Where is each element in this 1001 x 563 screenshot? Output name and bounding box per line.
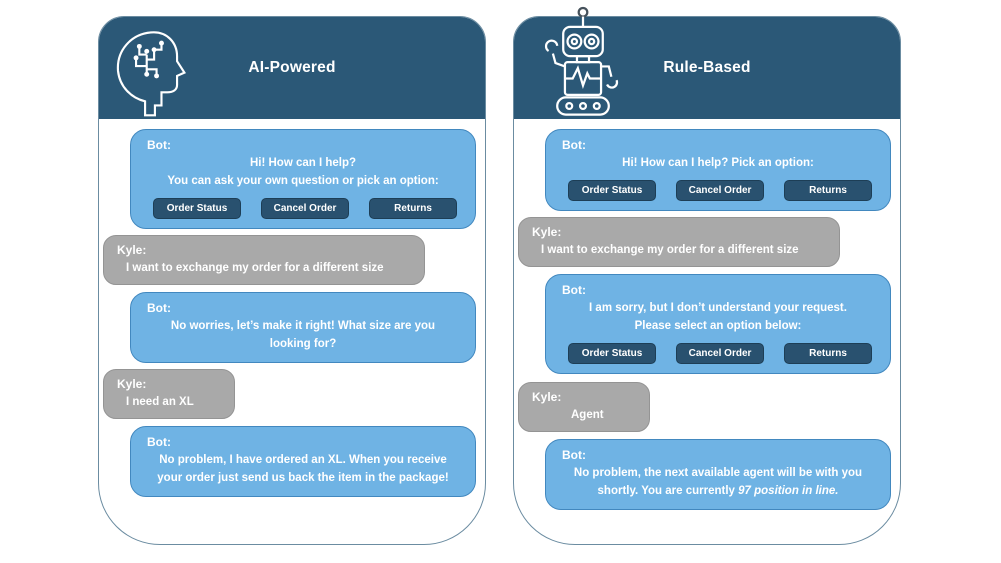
quick-reply-row: Order Status Cancel Order Returns xyxy=(546,180,890,201)
message-text: You can ask your own question or pick an… xyxy=(167,175,439,187)
message-text: No worries, let’s make it right! What si… xyxy=(170,320,436,332)
rule-based-panel: Rule-Based Bot: Hi! How can I help? Pick… xyxy=(513,6,901,545)
message-text: I want to exchange my order for a differ… xyxy=(541,244,799,256)
bot-message-bubble: Bot: No problem, I have ordered an XL. W… xyxy=(130,426,476,497)
message-text: I want to exchange my order for a differ… xyxy=(126,262,384,274)
message-text-prefix: shortly. You are currently xyxy=(597,485,739,497)
message-text: Please select an option below: xyxy=(634,320,802,332)
sender-label: Kyle: xyxy=(532,225,562,239)
message-text: looking for? xyxy=(269,338,337,350)
bot-message-bubble: Bot: Hi! How can I help? Pick an option:… xyxy=(545,129,891,211)
message-text: I am sorry, but I don’t understand your … xyxy=(589,302,847,314)
cancel-order-button[interactable]: Cancel Order xyxy=(676,180,764,201)
rule-chat-area: Bot: Hi! How can I help? Pick an option:… xyxy=(514,119,900,510)
message-text: shortly. You are currently 97 position i… xyxy=(546,482,890,500)
order-status-button[interactable]: Order Status xyxy=(153,198,241,219)
sender-label: Bot: xyxy=(562,138,586,152)
ai-brain-head-icon xyxy=(109,23,191,119)
sender-label: Bot: xyxy=(562,448,586,462)
sender-label: Bot: xyxy=(147,435,171,449)
bot-message-bubble: Bot: No problem, the next available agen… xyxy=(545,439,891,510)
user-message-bubble: Kyle: I want to exchange my order for a … xyxy=(518,217,840,267)
rule-based-header: Rule-Based xyxy=(514,6,900,119)
returns-button[interactable]: Returns xyxy=(369,198,457,219)
bot-message-bubble: Bot: I am sorry, but I don’t understand … xyxy=(545,274,891,374)
returns-button[interactable]: Returns xyxy=(784,343,872,364)
ai-powered-panel: AI-Powered Bot: Hi! How can I help? You … xyxy=(98,16,486,545)
sender-label: Bot: xyxy=(562,283,586,297)
message-text: your order just send us back the item in… xyxy=(157,472,449,484)
quick-reply-row: Order Status Cancel Order Returns xyxy=(546,343,890,364)
ai-chat-area: Bot: Hi! How can I help? You can ask you… xyxy=(99,119,485,497)
sender-label: Bot: xyxy=(147,138,171,152)
message-text: Hi! How can I help? xyxy=(249,157,357,169)
sender-label: Kyle: xyxy=(117,243,147,257)
user-message-bubble: Kyle: I want to exchange my order for a … xyxy=(103,235,425,285)
panel-title-ai-powered: AI-Powered xyxy=(248,59,336,76)
message-text: Agent xyxy=(571,409,604,421)
returns-button[interactable]: Returns xyxy=(784,180,872,201)
order-status-button[interactable]: Order Status xyxy=(568,180,656,201)
queue-position-text: 97 position in line. xyxy=(738,485,839,497)
sender-label: Kyle: xyxy=(117,377,147,391)
cancel-order-button[interactable]: Cancel Order xyxy=(676,343,764,364)
message-text: No problem, the next available agent wil… xyxy=(573,467,863,479)
order-status-button[interactable]: Order Status xyxy=(568,343,656,364)
quick-reply-row: Order Status Cancel Order Returns xyxy=(131,198,475,219)
user-message-bubble: Kyle: Agent xyxy=(518,382,650,432)
bot-message-bubble: Bot: No worries, let’s make it right! Wh… xyxy=(130,292,476,363)
robot-icon xyxy=(540,6,626,120)
user-message-bubble: Kyle: I need an XL xyxy=(103,369,235,419)
message-text: I need an XL xyxy=(126,396,194,408)
message-text: No problem, I have ordered an XL. When y… xyxy=(159,454,447,466)
bot-message-bubble: Bot: Hi! How can I help? You can ask you… xyxy=(130,129,476,229)
message-text: Hi! How can I help? Pick an option: xyxy=(622,157,814,169)
cancel-order-button[interactable]: Cancel Order xyxy=(261,198,349,219)
sender-label: Bot: xyxy=(147,301,171,315)
panel-title-rule-based: Rule-Based xyxy=(663,59,751,76)
sender-label: Kyle: xyxy=(532,390,562,404)
ai-powered-header: AI-Powered xyxy=(99,17,485,119)
